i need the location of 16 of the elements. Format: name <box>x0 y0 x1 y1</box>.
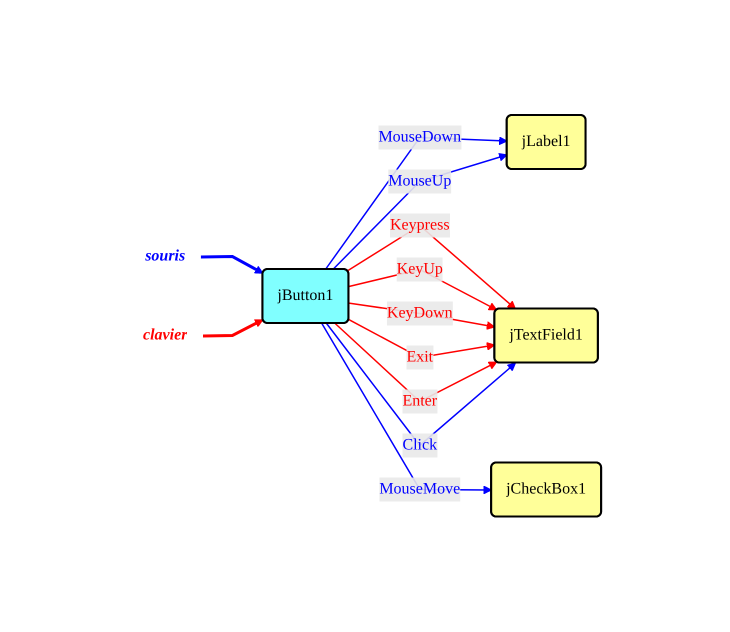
edge-label: Enter <box>402 392 438 410</box>
edge-label: KeyUp <box>397 260 444 278</box>
arrow <box>325 136 508 270</box>
node-text: clavier <box>143 326 188 344</box>
arrow <box>203 320 264 338</box>
edge-label: KeyDown <box>387 304 454 322</box>
arrow <box>332 153 508 270</box>
edge-label: MouseUp <box>388 172 452 190</box>
node-text: souris <box>146 248 186 265</box>
arrow <box>201 255 264 274</box>
edge-label: Click <box>402 436 438 454</box>
edge-label: Keypress <box>390 216 450 234</box>
arrow <box>322 323 492 495</box>
edge-label: Exit <box>406 348 434 366</box>
edge-label: MouseMove <box>380 480 461 498</box>
edge-label: MouseDown <box>378 128 462 146</box>
